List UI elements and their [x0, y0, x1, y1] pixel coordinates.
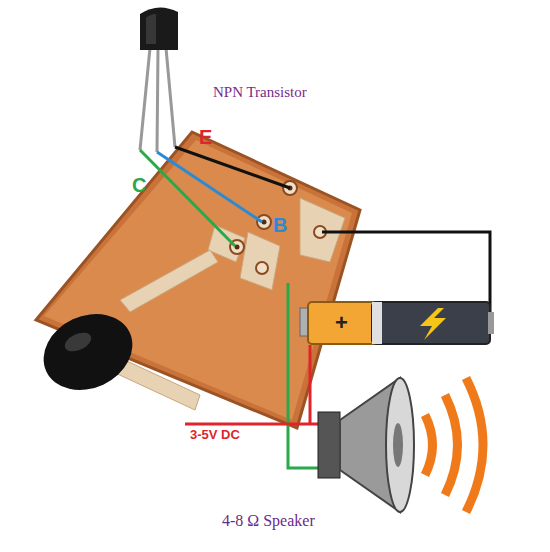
voltage-label: 3-5V DC — [190, 428, 240, 442]
pin-name: C — [132, 174, 146, 196]
speaker-symbol — [318, 378, 483, 512]
polarity-mark: + — [335, 311, 348, 335]
wires — [140, 147, 490, 468]
pin-name: E — [199, 126, 212, 148]
pin-name: B — [273, 214, 287, 236]
battery-symbol — [300, 302, 494, 344]
pcb-board — [31, 132, 360, 428]
npn-transistor-symbol — [140, 7, 178, 152]
part-name: NPN Transistor — [213, 84, 307, 101]
part-name: 4-8 Ω Speaker — [222, 512, 315, 530]
